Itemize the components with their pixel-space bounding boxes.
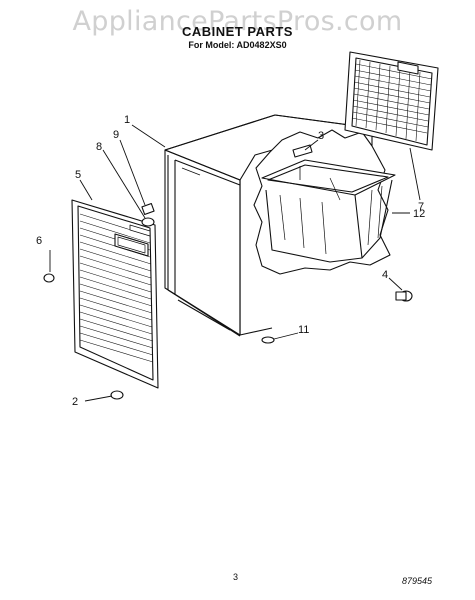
callout-7: 7 [418,201,424,213]
small-hardware [43,202,413,400]
leader-lines [49,124,421,402]
callout-9: 9 [113,129,119,141]
page-number: 3 [233,572,239,582]
cabinet-shell [164,114,373,337]
water-bucket [261,144,396,263]
callout-6: 6 [36,235,42,247]
rear-filter-grille [344,51,439,151]
callout-2: 2 [72,396,78,408]
front-grille-panel [71,199,159,389]
callout-labels: 1 2 3 4 5 6 7 8 9 11 12 [36,114,425,408]
callout-3: 3 [318,130,324,142]
diagram-title: CABINET PARTS [182,24,293,39]
callout-4: 4 [382,269,388,281]
callout-12: 12 [413,208,425,220]
model-subtitle: For Model: AD0482XS0 [188,40,287,50]
watermark: AppliancePartsPros.com [72,6,403,37]
callout-5: 5 [75,169,81,181]
callout-1: 1 [124,114,130,126]
reference-code: 879545 [402,576,433,586]
callout-11: 11 [298,324,309,336]
callout-8: 8 [96,141,102,153]
